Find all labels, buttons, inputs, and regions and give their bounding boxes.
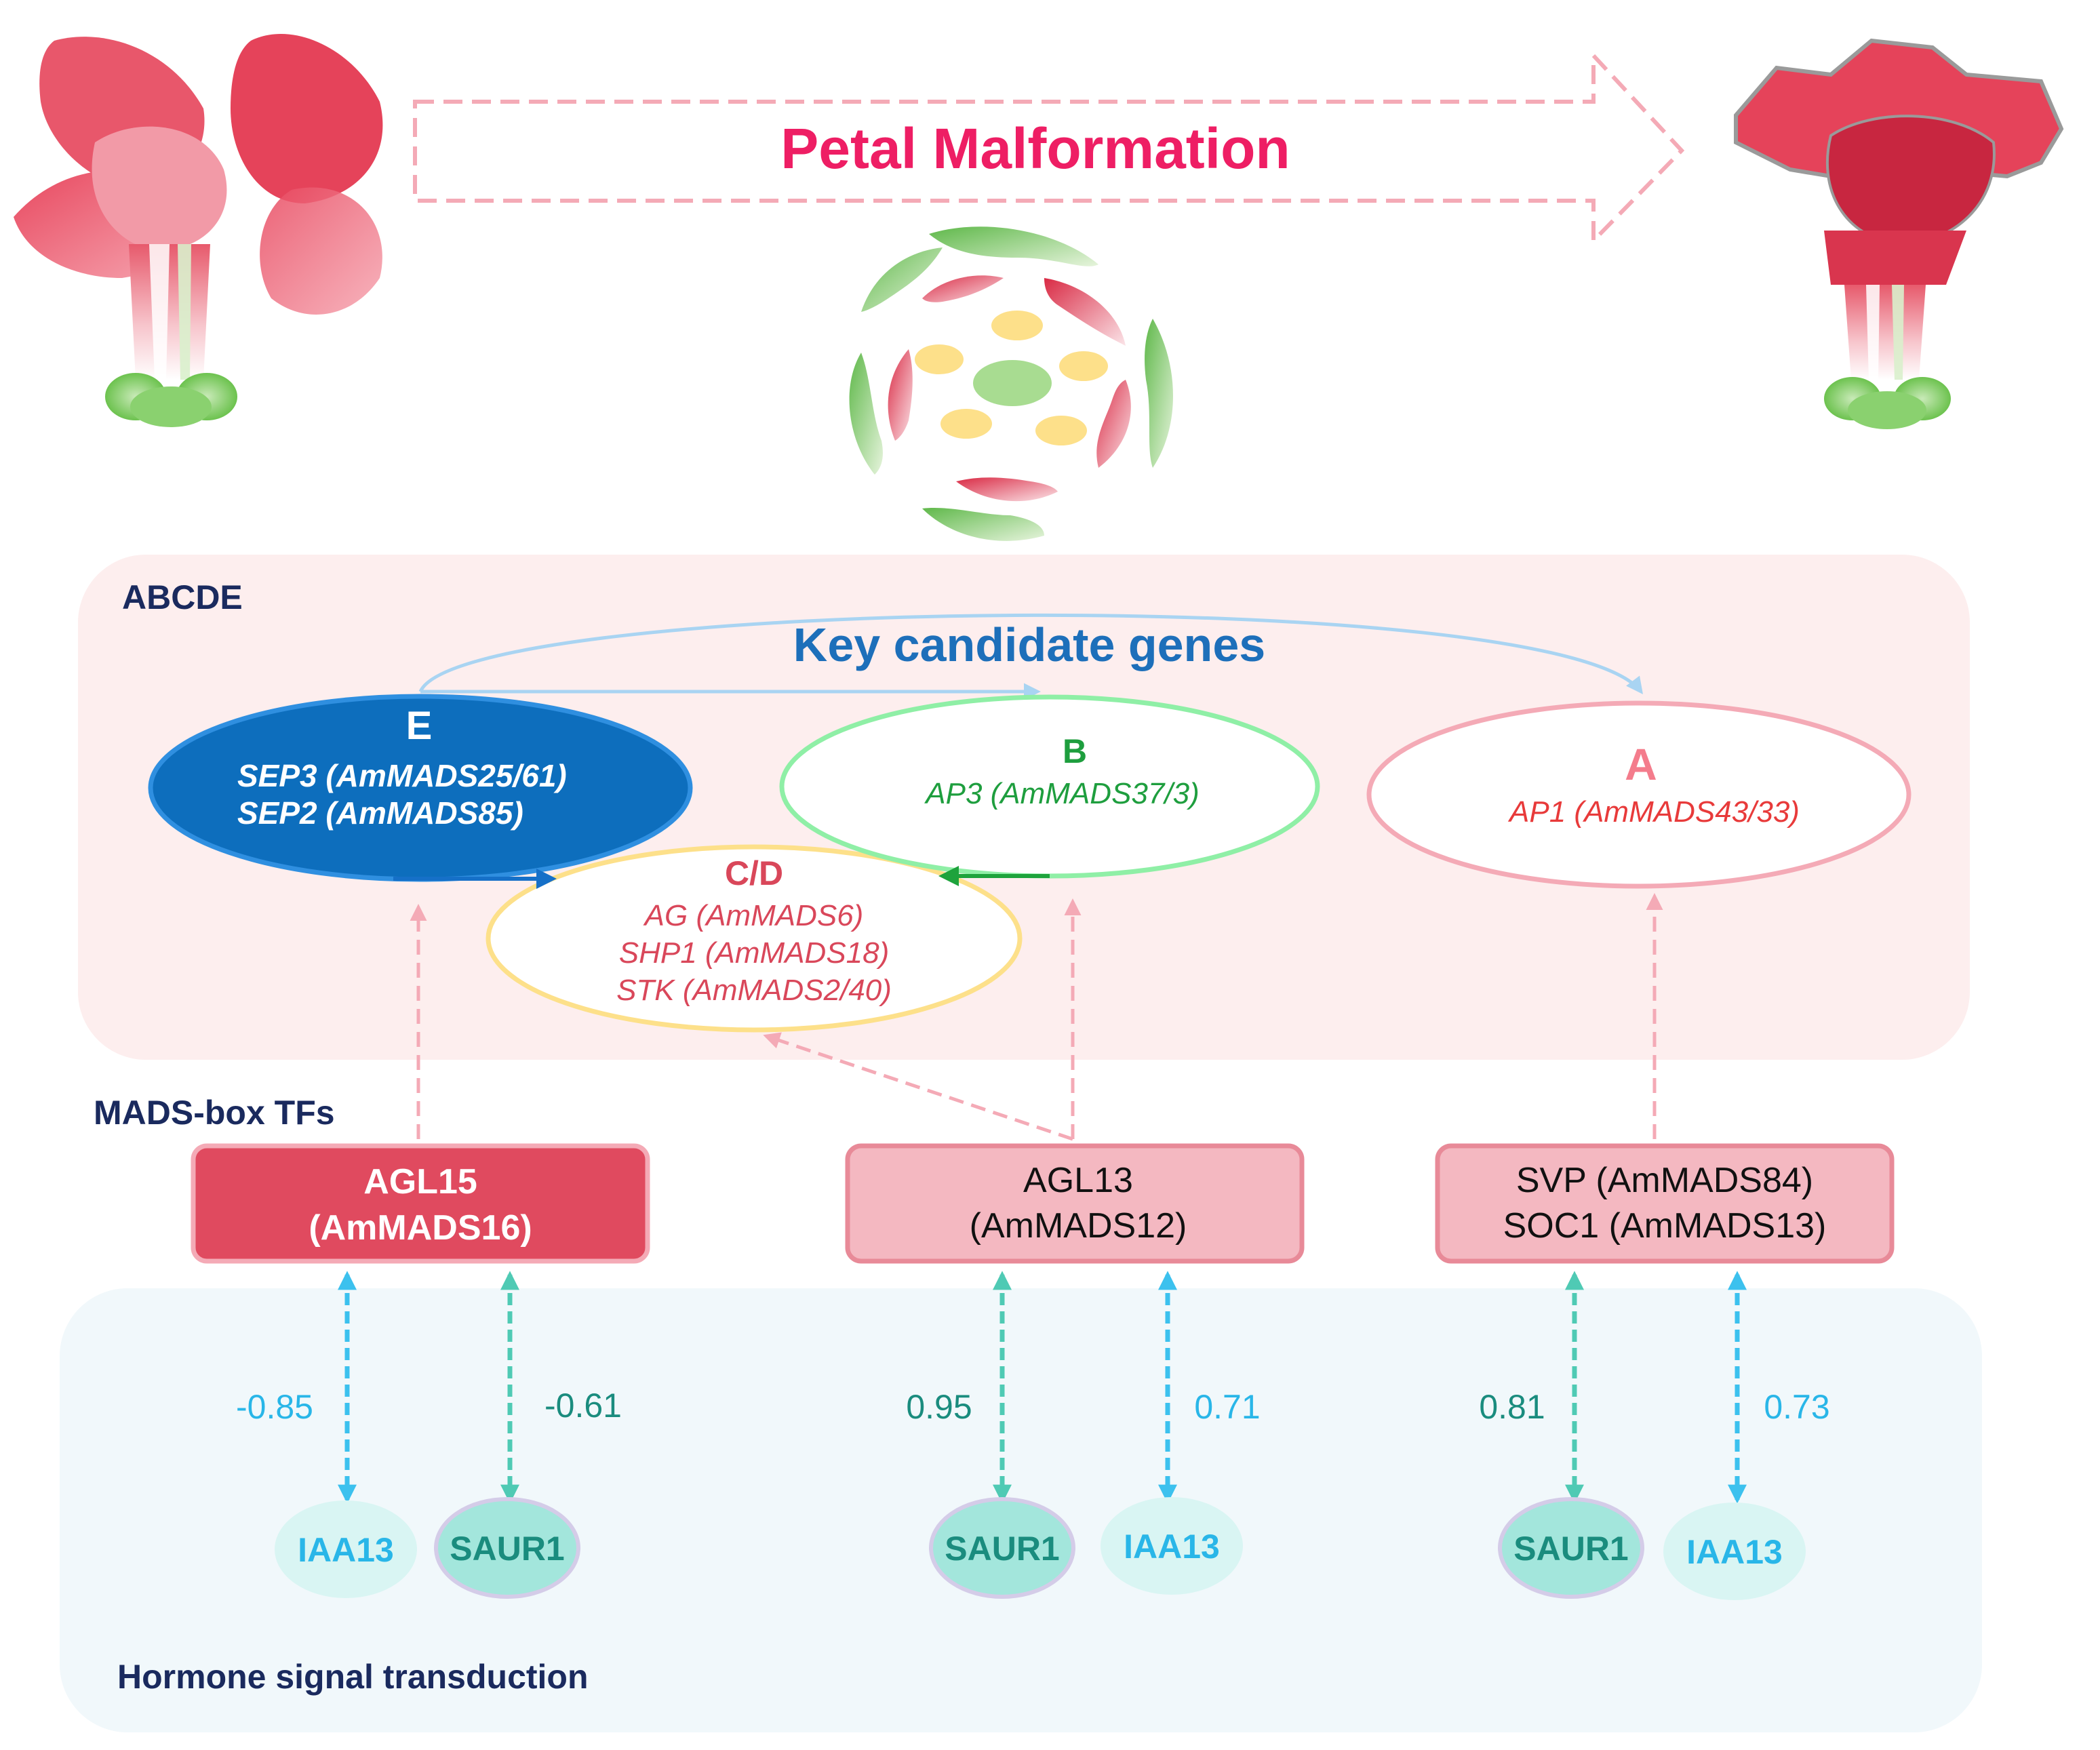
class-cd-gene-2: SHP1 (AmMADS18) <box>619 936 890 970</box>
corr-svp-saur1: 0.81 <box>1479 1388 1545 1426</box>
normal-flower-illustration <box>14 34 383 427</box>
class-e-letter: E <box>406 704 433 748</box>
iaa13-node-2-label: IAA13 <box>1124 1528 1220 1566</box>
iaa13-node-3 <box>1663 1503 1806 1600</box>
iaa13-node-2 <box>1101 1497 1243 1595</box>
corr-agl13-iaa13: 0.71 <box>1194 1388 1260 1426</box>
agl13-box <box>845 1143 1305 1264</box>
class-cd-letter: C/D <box>725 854 783 892</box>
class-cd-gene-3: STK (AmMADS2/40) <box>616 974 892 1007</box>
corr-agl13-saur1: 0.95 <box>906 1388 972 1426</box>
corr-agl15-saur1: -0.61 <box>544 1387 622 1425</box>
abcde-label: ABCDE <box>122 578 243 616</box>
agl15-box <box>191 1143 650 1264</box>
saur1-node-2-label: SAUR1 <box>945 1530 1059 1568</box>
agl13-to-cd-arrow <box>763 1032 1073 1141</box>
hormone-signal-label: Hormone signal transduction <box>117 1658 589 1696</box>
saur1-node-1 <box>434 1497 580 1599</box>
floral-diagram-illustration <box>849 226 1173 541</box>
class-cd-gene-1: AG (AmMADS6) <box>643 899 864 932</box>
class-a-letter: A <box>1625 739 1657 789</box>
class-cd-ellipse <box>486 844 1023 1033</box>
svp-soc1-box <box>1435 1143 1895 1264</box>
agl13-line-1: AGL13 <box>1023 1161 1133 1200</box>
class-e-gene-1: SEP3 (AmMADS25/61) <box>237 758 567 793</box>
corr-svp-iaa13: 0.73 <box>1764 1388 1829 1426</box>
agl15-line-1: AGL15 <box>363 1162 477 1201</box>
iaa13-node-1 <box>275 1500 417 1598</box>
corr-agl15-iaa13: -0.85 <box>236 1388 313 1426</box>
class-e-gene-2: SEP2 (AmMADS85) <box>237 795 523 831</box>
class-a-ellipse <box>1366 700 1911 889</box>
soc1-line-2: SOC1 (AmMADS13) <box>1503 1206 1827 1246</box>
malformed-flower-illustration <box>1734 38 2064 429</box>
petal-malformation-arrow <box>413 50 1685 246</box>
saur1-node-3-label: SAUR1 <box>1513 1530 1628 1568</box>
page-title: Petal Malformation <box>780 117 1290 180</box>
e-to-a-arrow <box>418 613 1644 694</box>
saur1-node-2 <box>929 1497 1075 1599</box>
agl13-line-2: (AmMADS12) <box>970 1206 1187 1246</box>
class-b-gene-1: AP3 (AmMADS37/3) <box>924 777 1199 810</box>
iaa13-node-3-label: IAA13 <box>1686 1533 1783 1571</box>
iaa13-node-1-label: IAA13 <box>298 1531 394 1569</box>
saur1-node-3 <box>1498 1497 1644 1599</box>
agl15-line-2: (AmMADS16) <box>309 1208 532 1248</box>
class-a-gene-1: AP1 (AmMADS43/33) <box>1507 795 1800 829</box>
mads-box-label: MADS-box TFs <box>94 1094 335 1132</box>
saur1-node-1-label: SAUR1 <box>450 1530 564 1568</box>
class-b-letter: B <box>1063 732 1087 770</box>
key-candidate-genes-title: Key candidate genes <box>793 618 1265 671</box>
svp-line-1: SVP (AmMADS84) <box>1516 1161 1813 1200</box>
